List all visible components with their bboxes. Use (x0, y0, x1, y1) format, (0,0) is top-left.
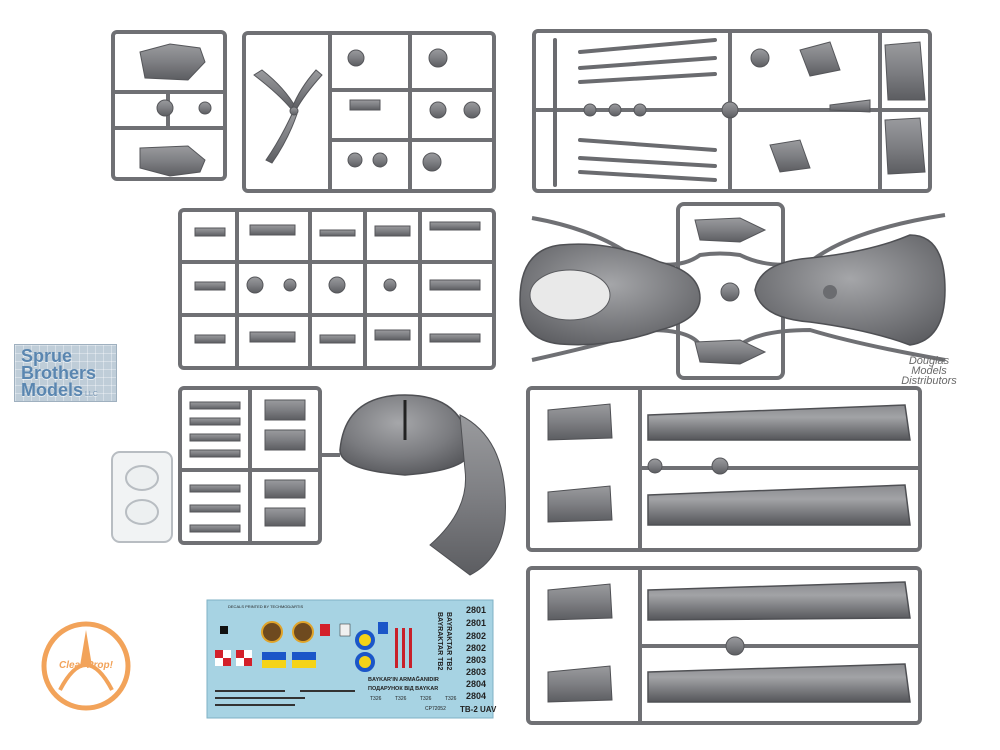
dmd-line-2: Models (911, 365, 947, 377)
decal-model: TB-2 UAV (460, 705, 497, 714)
sprue-parts-g (647, 457, 729, 475)
decal-code: CP72052 (425, 706, 446, 712)
decal-serial: 2802 (466, 643, 486, 653)
decal-serial: 2803 (466, 655, 486, 665)
sprue-parts-d (194, 221, 481, 344)
decal-line-1: BAYKAR'IN ARMAĞANIDIR (368, 675, 439, 683)
decal-serial: 2801 (466, 618, 486, 628)
decal-sheet: DECALS PRINTED BY TECHMOD/ARTIS BAYRAKTA… (206, 599, 497, 719)
decal-line-3d: T326 (445, 696, 457, 702)
decal-serial: 2804 (466, 691, 486, 701)
sprue-parts-f (189, 399, 306, 533)
sprue-frame-f (178, 386, 322, 545)
sprue-parts-a (139, 43, 212, 177)
decal-vertical-1: BAYRAKTAR TB2 (436, 612, 443, 670)
clear-parts-sprue (111, 451, 173, 543)
strut-parts (553, 38, 717, 187)
sbm-line-2: Brothers (21, 363, 97, 383)
decal-line-3b: T326 (395, 696, 407, 702)
decal-header: DECALS PRINTED BY TECHMOD/ARTIS (228, 604, 303, 609)
dome-part (320, 394, 506, 576)
boom-upper-a (547, 403, 911, 441)
dmd-watermark: Douglas Models Distributors (880, 356, 978, 398)
decal-serial: 2801 (466, 605, 486, 615)
dmd-line-1: Douglas (908, 355, 950, 367)
fuselage-left (519, 243, 701, 346)
sprue-frame-h (526, 566, 922, 725)
sbm-line-3-text: Models (21, 380, 84, 400)
decal-line-3c: T326 (420, 696, 432, 702)
dmd-line-3: Distributors (901, 375, 957, 387)
logo-text: Clear Prop! (59, 660, 114, 671)
boom-lower-a (547, 581, 911, 621)
clear-prop-logo: Clear Prop! (41, 621, 131, 711)
sprue-frame-b (242, 31, 496, 193)
sprue-frame-g (526, 386, 922, 552)
sprue-frame-d (178, 208, 496, 370)
decal-line-2: ПОДАРУНОК ВІД BAYKAR (368, 686, 438, 692)
decal-line-3: T326 (370, 696, 382, 702)
boom-lower-b (547, 663, 911, 703)
sprue-frame-a (111, 30, 227, 181)
boom-upper-b (547, 484, 911, 526)
sbm-suffix: LLC (85, 391, 98, 398)
sprue-parts-b (347, 48, 481, 172)
sprue-parts-h (725, 636, 745, 656)
decal-vertical-2: BAYRAKTAR TB2 (445, 612, 452, 670)
sbm-watermark-grid (15, 345, 116, 401)
sbm-line-1: Sprue (21, 346, 73, 366)
sprue-parts-e (694, 217, 767, 365)
decal-serial: 2804 (466, 679, 486, 689)
decal-serial: 2802 (466, 631, 486, 641)
decal-serial: 2803 (466, 667, 486, 677)
propeller-part (253, 69, 323, 164)
fuselage-right (754, 234, 946, 346)
sprue-parts-c (583, 41, 926, 175)
